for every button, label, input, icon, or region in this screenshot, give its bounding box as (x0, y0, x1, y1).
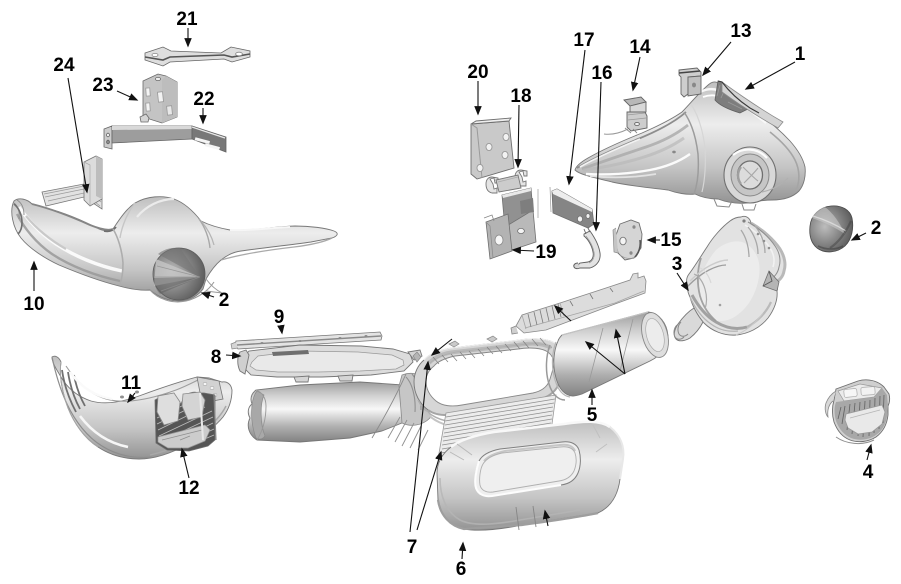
svg-text:14: 14 (629, 37, 651, 58)
svg-text:20: 20 (467, 62, 488, 83)
svg-text:17: 17 (573, 30, 594, 51)
svg-text:21: 21 (176, 9, 198, 30)
svg-text:19: 19 (535, 242, 556, 263)
svg-text:6: 6 (456, 559, 467, 580)
svg-text:24: 24 (53, 55, 75, 76)
svg-text:9: 9 (274, 307, 285, 328)
svg-text:12: 12 (178, 478, 199, 499)
svg-text:23: 23 (92, 75, 113, 96)
svg-text:1: 1 (795, 44, 806, 65)
svg-text:3: 3 (672, 254, 683, 275)
svg-text:13: 13 (730, 21, 751, 42)
svg-text:4: 4 (863, 462, 874, 483)
svg-text:2: 2 (871, 218, 882, 239)
svg-text:22: 22 (193, 89, 214, 110)
svg-text:18: 18 (510, 86, 531, 107)
svg-text:7: 7 (407, 537, 418, 558)
svg-text:16: 16 (591, 63, 612, 84)
svg-text:11: 11 (121, 373, 142, 394)
svg-text:2: 2 (219, 290, 230, 311)
svg-text:5: 5 (587, 405, 598, 426)
svg-text:8: 8 (211, 347, 222, 368)
svg-text:10: 10 (23, 294, 44, 315)
svg-text:15: 15 (660, 230, 682, 251)
